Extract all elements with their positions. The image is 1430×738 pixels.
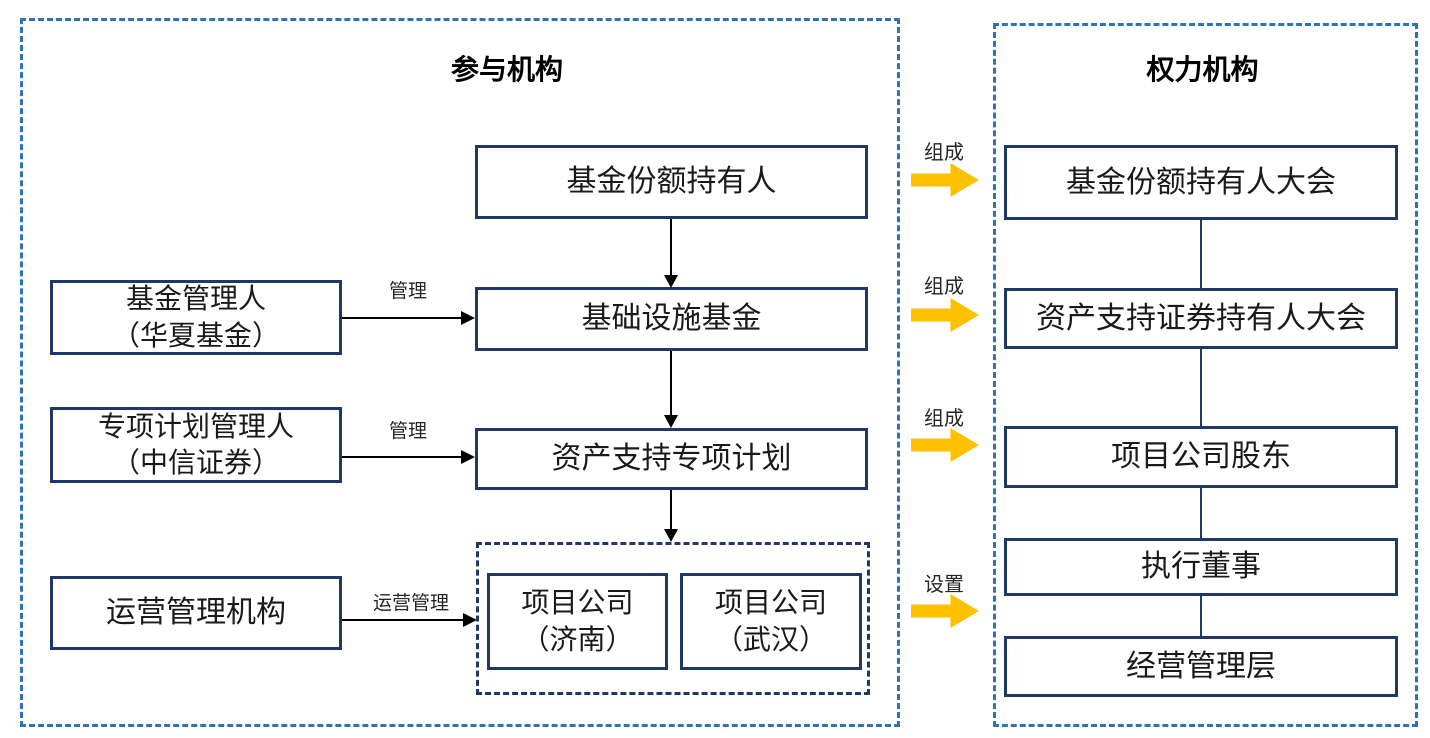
arrow-fund-to-plan-head-icon xyxy=(664,415,678,428)
arrow-plan-to-projects-line xyxy=(670,490,672,530)
connector-shareholders-director xyxy=(1200,488,1202,538)
arrow-manage-fund-head-icon xyxy=(461,311,475,325)
project-companies-group xyxy=(476,542,870,695)
box-operations-manager: 运营管理机构 xyxy=(50,576,342,650)
box-fund-manager: 基金管理人 （华夏基金） xyxy=(50,280,342,355)
label-manage-plan: 管理 xyxy=(388,421,427,442)
flow-arrow-compose-3-icon xyxy=(911,428,979,462)
box-management-team: 经营管理层 xyxy=(1004,636,1398,697)
label-flow-compose-2: 组成 xyxy=(924,276,964,298)
authorities-title: 权力机构 xyxy=(1146,54,1259,85)
label-flow-compose-3: 组成 xyxy=(924,408,964,430)
arrow-holders-to-fund-head-icon xyxy=(664,275,678,288)
box-executive-director: 执行董事 xyxy=(1004,538,1398,596)
box-project-company-jinan: 项目公司 （济南） xyxy=(487,573,668,670)
connector-meeting2-shareholders xyxy=(1200,349,1202,426)
box-abs-special-plan: 资产支持专项计划 xyxy=(475,428,868,490)
box-fund-share-holders: 基金份额持有人 xyxy=(475,145,868,219)
connector-meeting1-meeting2 xyxy=(1200,220,1202,288)
label-operations-manage: 运营管理 xyxy=(372,593,449,614)
arrow-plan-to-projects-head-icon xyxy=(664,529,678,542)
participants-title: 参与机构 xyxy=(450,54,563,85)
box-fund-holders-meeting: 基金份额持有人大会 xyxy=(1004,145,1398,220)
box-infrastructure-fund: 基础设施基金 xyxy=(475,287,868,351)
label-manage-fund: 管理 xyxy=(388,281,427,302)
arrow-operations-manage-head-icon xyxy=(463,613,477,627)
arrow-holders-to-fund-line xyxy=(670,219,672,276)
authorities-panel xyxy=(993,23,1418,727)
box-project-company-wuhan: 项目公司 （武汉） xyxy=(680,573,862,670)
arrow-manage-plan-line xyxy=(342,456,462,458)
arrow-fund-to-plan-line xyxy=(670,351,672,416)
label-flow-compose-1: 组成 xyxy=(924,142,964,164)
participants-panel xyxy=(20,18,900,727)
flow-arrow-compose-2-icon xyxy=(911,298,979,332)
arrow-manage-fund-line xyxy=(342,317,462,319)
flow-arrow-compose-1-icon xyxy=(911,163,979,197)
box-project-shareholders: 项目公司股东 xyxy=(1004,426,1398,488)
box-abs-holders-meeting: 资产支持证券持有人大会 xyxy=(1004,288,1398,349)
box-special-plan-manager: 专项计划管理人 （中信证券） xyxy=(50,407,342,483)
flow-arrow-setup-icon xyxy=(911,594,979,628)
label-flow-setup: 设置 xyxy=(924,574,964,596)
connector-director-management xyxy=(1200,596,1202,636)
arrow-operations-manage-line xyxy=(342,619,464,621)
arrow-manage-plan-head-icon xyxy=(461,450,475,464)
